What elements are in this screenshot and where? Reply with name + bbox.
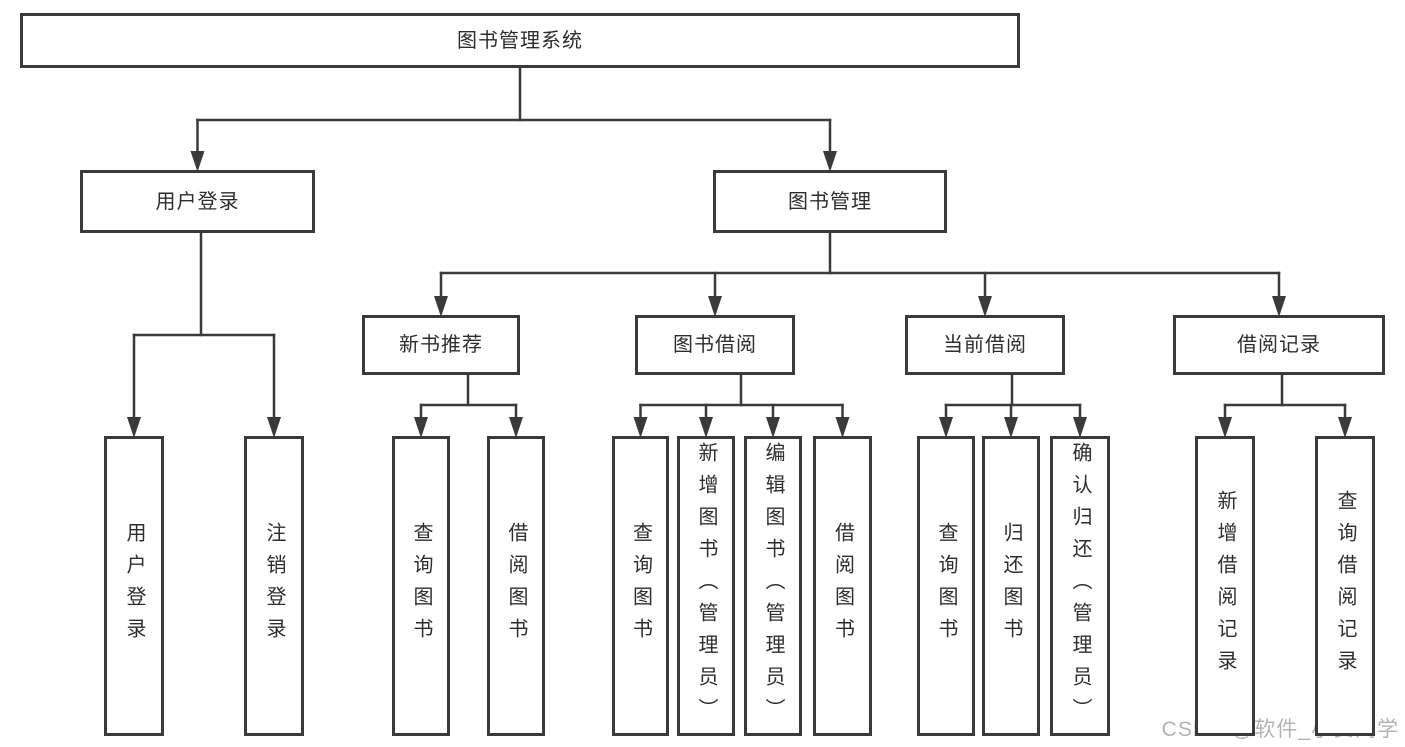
node-label-nb-query-books: 查询图书 — [410, 522, 432, 650]
node-cb-return-books: 归还图书 — [982, 436, 1040, 736]
node-label-bb-add-books: 新增图书（管理员） — [695, 442, 717, 730]
node-bb-query-books: 查询图书 — [612, 436, 669, 736]
node-label-bb-edit-books: 编辑图书（管理员） — [762, 442, 784, 730]
node-label-bb-borrow-books: 借阅图书 — [831, 522, 854, 650]
node-user-login-leaf: 用户登录 — [104, 436, 164, 736]
node-label-root: 图书管理系统 — [457, 29, 583, 52]
node-label-cb-query-books: 查询图书 — [935, 522, 957, 650]
node-label-br-add-record: 新增借阅记录 — [1214, 490, 1236, 682]
node-book-borrow: 图书借阅 — [635, 315, 795, 375]
node-label-book-mgmt: 图书管理 — [788, 190, 872, 213]
node-label-borrow-records: 借阅记录 — [1237, 334, 1321, 356]
node-new-book-rec: 新书推荐 — [362, 315, 520, 375]
node-nb-query-books: 查询图书 — [392, 436, 450, 736]
node-cb-query-books: 查询图书 — [917, 436, 975, 736]
node-label-nb-borrow-books: 借阅图书 — [505, 522, 527, 650]
node-bb-add-books: 新增图书（管理员） — [677, 436, 735, 736]
node-borrow-records: 借阅记录 — [1173, 315, 1385, 375]
node-br-query-record: 查询借阅记录 — [1315, 436, 1375, 736]
node-cb-confirm-return: 确认归还（管理员） — [1050, 436, 1110, 736]
node-label-logout-leaf: 注销登录 — [263, 522, 285, 650]
node-label-cb-return-books: 归还图书 — [1000, 522, 1022, 650]
node-label-bb-query-books: 查询图书 — [629, 522, 652, 650]
node-label-cb-confirm-return: 确认归还（管理员） — [1069, 442, 1091, 730]
node-nb-borrow-books: 借阅图书 — [487, 436, 545, 736]
node-label-new-book-rec: 新书推荐 — [399, 334, 483, 356]
node-current-borrow: 当前借阅 — [905, 315, 1065, 375]
node-label-br-query-record: 查询借阅记录 — [1334, 490, 1356, 682]
node-bb-borrow-books: 借阅图书 — [813, 436, 872, 736]
node-label-book-borrow: 图书借阅 — [673, 334, 757, 356]
node-label-user-login-leaf: 用户登录 — [123, 522, 145, 650]
node-br-add-record: 新增借阅记录 — [1195, 436, 1255, 736]
node-label-user-login: 用户登录 — [155, 190, 240, 213]
node-user-login: 用户登录 — [80, 170, 315, 233]
node-book-mgmt: 图书管理 — [713, 170, 947, 233]
node-root: 图书管理系统 — [20, 13, 1020, 68]
node-bb-edit-books: 编辑图书（管理员） — [744, 436, 802, 736]
node-label-current-borrow: 当前借阅 — [943, 334, 1027, 356]
node-logout-leaf: 注销登录 — [244, 436, 304, 736]
